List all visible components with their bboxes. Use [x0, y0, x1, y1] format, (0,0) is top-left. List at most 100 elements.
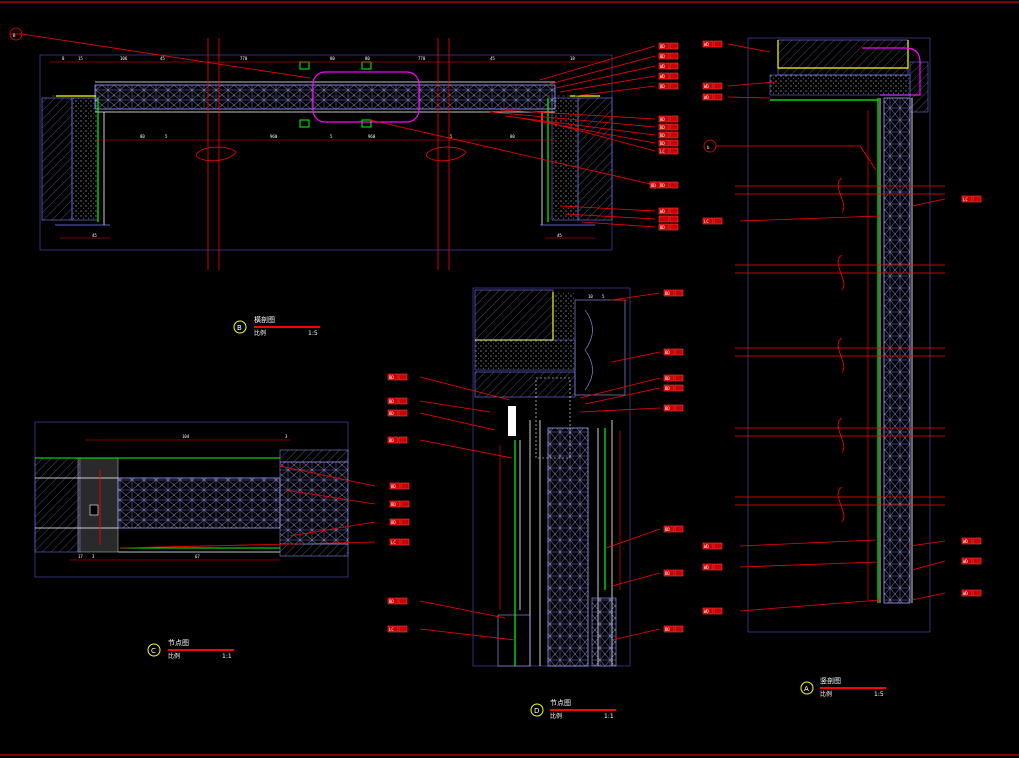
tag-text: BD	[660, 141, 665, 146]
svg-text:5: 5	[602, 294, 605, 299]
tag-text: BD	[660, 84, 665, 89]
svg-text:5: 5	[165, 134, 168, 139]
tag-text: BD	[665, 350, 670, 355]
detail-d-title: 节点图	[550, 699, 571, 707]
tag-text: BD	[660, 54, 665, 59]
plan-b-section[interactable]: 8 15 106 45 770 80 80 770 45 18 80 5 960 5 960 5 8…	[9, 27, 679, 270]
svg-text:960: 960	[368, 134, 376, 139]
detail-d[interactable]: 10 5 BD BD BD BD BD LC	[387, 287, 684, 667]
tag-text: WD	[704, 95, 709, 100]
svg-text:960: 960	[270, 134, 278, 139]
detail-d-title-block: D 节点图 比例 1:1	[530, 699, 616, 720]
svg-text:18: 18	[570, 56, 575, 61]
tag-text: BD	[665, 376, 670, 381]
tag-text: BD	[391, 484, 396, 489]
tag-text: BD	[660, 117, 665, 122]
tag-text: BD	[660, 133, 665, 138]
tag-text: BD	[389, 411, 394, 416]
svg-text:770: 770	[418, 56, 426, 61]
tag-text: LC	[963, 197, 968, 202]
section-a-title: 竖剖图	[820, 676, 841, 685]
svg-text:104: 104	[182, 434, 190, 439]
tag-text: WD	[704, 544, 709, 549]
tag-text: WD	[963, 559, 968, 564]
tag-text: BD	[651, 183, 656, 188]
plan-b-callout-stack: BD BD WD WD BD BD BD BD BD LC BD WD BD	[658, 42, 679, 231]
svg-text:80: 80	[330, 56, 335, 61]
tag-text: WD	[660, 74, 665, 79]
detail-d-scale: 1:1	[604, 713, 614, 720]
tag-text: LC	[391, 540, 396, 545]
tag-text: WD	[704, 565, 709, 570]
plan-b-scale: 1:5	[308, 330, 318, 337]
plan-b-scale-prefix: 比例	[254, 329, 266, 337]
svg-text:3: 3	[285, 434, 288, 439]
plan-b-title-block: B 橫剖图 比例 1:5	[233, 315, 320, 337]
svg-text:45: 45	[92, 233, 97, 238]
tag-text: BD	[660, 183, 665, 188]
tag-text: BD	[665, 406, 670, 411]
detail-c-scale-prefix: 比例	[168, 652, 180, 660]
tag-text: BD	[389, 438, 394, 443]
svg-text:3: 3	[92, 554, 95, 559]
tag-text: LC	[704, 219, 709, 224]
tag-text: BD	[660, 125, 665, 130]
section-a-scale-prefix: 比例	[820, 690, 832, 698]
section-a-marker-label: b	[707, 145, 710, 150]
svg-text:106: 106	[120, 56, 128, 61]
detail-c-scale: 1:1	[222, 653, 232, 660]
detail-c-title-block: C 节点图 比例 1:1	[147, 639, 234, 660]
section-a-title-block: A 竖剖图 比例 1:5	[800, 676, 886, 698]
tag-text: WD	[660, 64, 665, 69]
tag-text: BD	[665, 527, 670, 532]
svg-text:80: 80	[510, 134, 515, 139]
tag-text: BD	[389, 375, 394, 380]
tag-text: BD	[665, 291, 670, 296]
detail-d-circle-label: D	[534, 707, 539, 715]
detail-c[interactable]: 104 3 17 3 67 BD BD BD LC	[34, 421, 410, 578]
tag-text: BD	[665, 571, 670, 576]
svg-text:17: 17	[78, 554, 83, 559]
tag-text: BD	[660, 225, 665, 230]
tag-text: BD	[389, 399, 394, 404]
svg-text:45: 45	[160, 56, 165, 61]
tag-text: WD	[660, 209, 665, 214]
plan-b-title: 橫剖图	[254, 315, 275, 324]
tag-text: BD	[660, 44, 665, 49]
detail-d-right-callouts: BD BD BD BD BD BD BD BD	[663, 289, 684, 633]
svg-text:15: 15	[78, 56, 83, 61]
section-a-circle-label: A	[804, 685, 809, 693]
svg-text:45: 45	[490, 56, 495, 61]
detail-d-scale-prefix: 比例	[550, 712, 562, 720]
tag-text: WD	[704, 609, 709, 614]
section-a-scale: 1:5	[874, 691, 884, 698]
tag-text: BD	[665, 627, 670, 632]
svg-text:8: 8	[62, 56, 65, 61]
section-a[interactable]: b WD WD WD LC WD WD WD	[702, 37, 982, 633]
svg-text:770: 770	[240, 56, 248, 61]
detail-c-title: 节点图	[168, 639, 189, 647]
tag-text: WD	[963, 591, 968, 596]
svg-text:80: 80	[140, 134, 145, 139]
detail-d-left-callouts: BD BD BD BD BD LC	[387, 373, 408, 633]
svg-text:80: 80	[365, 56, 370, 61]
svg-text:5: 5	[330, 134, 333, 139]
svg-text:67: 67	[195, 554, 200, 559]
tag-text: BD	[665, 386, 670, 391]
tag-text: LC	[389, 627, 394, 632]
tag-text: WD	[704, 42, 709, 47]
tag-text: BD	[391, 520, 396, 525]
tag-text: LC	[660, 149, 665, 154]
plan-b-circle-label: B	[237, 324, 242, 332]
detail-c-circle-label: C	[151, 647, 156, 655]
tag-text: BD	[391, 502, 396, 507]
tag-text: WD	[963, 539, 968, 544]
svg-text:45: 45	[557, 233, 562, 238]
svg-text:5: 5	[450, 134, 453, 139]
tag-text: WD	[704, 84, 709, 89]
plan-b-marker-label: B	[13, 33, 16, 38]
tag-text: BD	[389, 599, 394, 604]
svg-text:10: 10	[588, 294, 593, 299]
